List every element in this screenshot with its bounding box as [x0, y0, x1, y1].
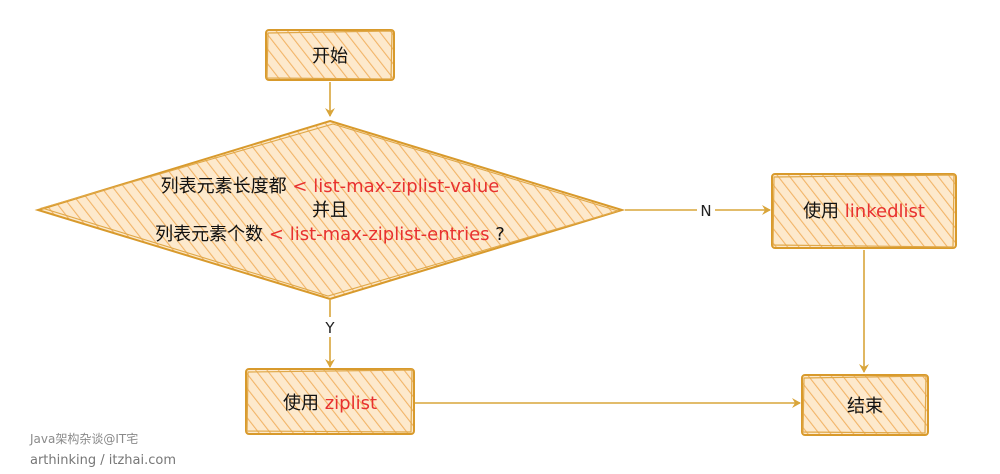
ziplist-label-highlight: ziplist	[325, 393, 377, 414]
decision-line-1: 列表元素长度都 < list-max-ziplist-value	[161, 176, 500, 197]
start-label: 开始	[312, 46, 348, 67]
decision-line-1-highlight: < list-max-ziplist-value	[292, 176, 499, 197]
ziplist-node: 使用 ziplist	[245, 368, 415, 435]
decision-line-2: 并且	[312, 200, 348, 221]
edge-label-yes: Y	[324, 319, 335, 337]
end-label: 结束	[847, 396, 883, 417]
edge-decision-to-linkedlist: N	[625, 200, 771, 220]
edge-decision-to-ziplist: Y	[320, 300, 340, 368]
decision-line-3-prefix: 列表元素个数	[155, 224, 263, 245]
decision-line-3-suffix: ?	[495, 224, 505, 245]
decision-node: 列表元素长度都 < list-max-ziplist-value 并且 列表元素…	[34, 119, 626, 301]
linkedlist-node: 使用 linkedlist	[771, 173, 957, 249]
watermark-line-1: Java架构杂谈@IT宅	[30, 432, 139, 446]
decision-line-3-highlight: < list-max-ziplist-entries	[269, 224, 490, 245]
linkedlist-label-prefix: 使用	[803, 201, 839, 222]
decision-line-3: 列表元素个数 < list-max-ziplist-entries ?	[155, 224, 505, 245]
ziplist-label: 使用 ziplist	[283, 393, 377, 414]
edge-label-no: N	[700, 202, 711, 220]
linkedlist-label-highlight: linkedlist	[845, 201, 925, 222]
ziplist-label-prefix: 使用	[283, 393, 319, 414]
linkedlist-label: 使用 linkedlist	[803, 201, 925, 222]
start-node: 开始	[265, 29, 395, 81]
decision-line-1-prefix: 列表元素长度都	[161, 176, 287, 197]
watermark-line-2: arthinking / itzhai.com	[30, 453, 177, 468]
end-node: 结束	[801, 374, 929, 436]
